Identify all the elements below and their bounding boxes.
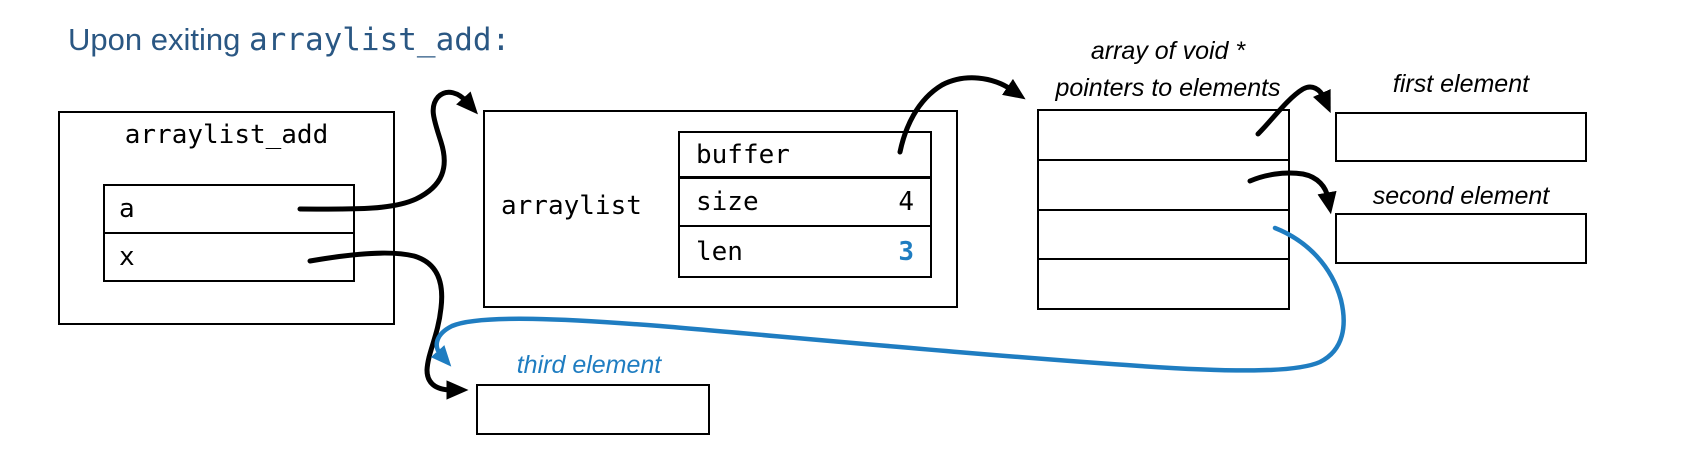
pointer-array-label-line2: pointers to elements — [1055, 74, 1281, 102]
arraylist-box: arraylist buffer size 4 len 3 — [483, 110, 958, 308]
second-element-box — [1335, 213, 1587, 264]
page-title-text: Upon exiting — [68, 22, 249, 57]
struct-row-len: len 3 — [680, 227, 930, 276]
pointer-array-box — [1037, 109, 1290, 310]
pointer-cell-2 — [1039, 210, 1288, 261]
var-row-a: a — [103, 184, 355, 234]
struct-row-size: size 4 — [680, 179, 930, 227]
arraylist-label: arraylist — [501, 191, 642, 221]
pointer-array-label: array of void * pointers to elements — [1008, 33, 1328, 107]
buffer-field-label: buffer — [696, 139, 790, 170]
first-element-box — [1335, 112, 1587, 162]
len-field-value: 3 — [898, 236, 914, 267]
stack-frame-box: arraylist_add a x — [58, 111, 395, 325]
third-element-box — [476, 384, 710, 435]
struct-row-buffer: buffer — [680, 133, 930, 179]
pointer-array-label-line1: array of void * — [1090, 37, 1246, 65]
pointer-cell-0 — [1039, 111, 1288, 161]
page-title: Upon exiting arraylist_add: — [68, 22, 510, 58]
stack-frame-title: arraylist_add — [124, 120, 329, 150]
stack-frame-var-rows: a x — [103, 184, 355, 282]
third-element-label: third element — [516, 351, 662, 379]
struct-box: buffer size 4 len 3 — [678, 131, 932, 278]
pointer-cell-3 — [1039, 260, 1288, 308]
second-element-label: second element — [1372, 182, 1550, 210]
page-title-code: arraylist_add: — [248, 22, 511, 58]
var-row-x: x — [103, 232, 355, 282]
first-element-label: first element — [1392, 70, 1530, 98]
var-x-label: x — [119, 242, 135, 272]
size-field-label: size — [696, 187, 759, 217]
pointer-cell-1 — [1039, 160, 1288, 211]
var-a-label: a — [119, 194, 135, 224]
size-field-value: 4 — [898, 187, 914, 217]
len-field-label: len — [696, 236, 743, 267]
